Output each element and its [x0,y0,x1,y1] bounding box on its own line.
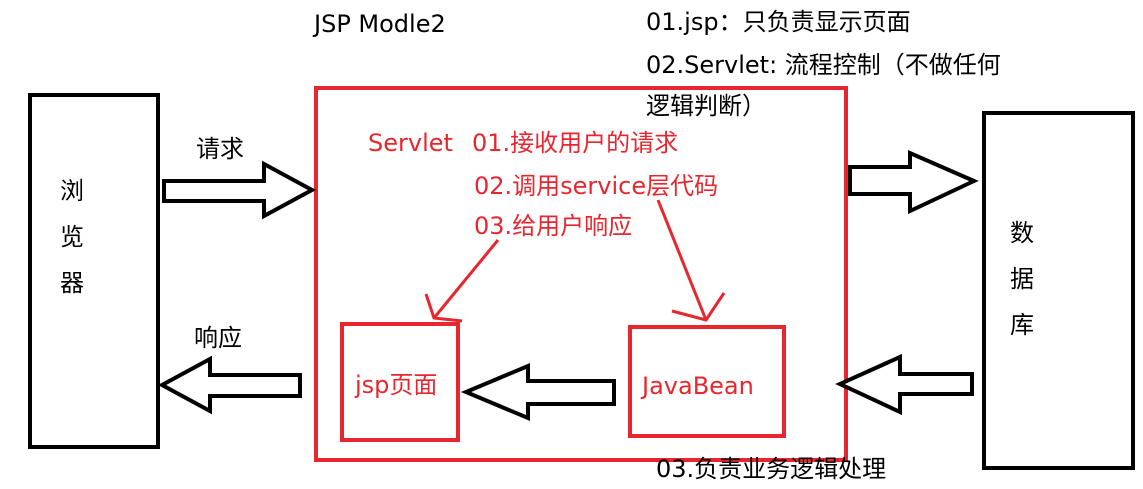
response-arrow [157,355,302,415]
servlet-to-jsp-red-line [432,239,500,319]
servlet-note-line1: 02.Servlet: 流程控制（不做任何 [646,51,1001,79]
database-box [982,111,1135,470]
servlet-step3: 03.给用户响应 [474,212,633,240]
javabean-to-jsp-arrow [460,362,616,422]
servlet-to-jsp-red-head [424,293,463,323]
jsp-page-label: jsp页面 [355,371,438,399]
javabean-note: 03.负责业务逻辑处理 [656,455,887,483]
browser-box [28,93,160,449]
jsp-page-box [340,322,460,442]
servlet-to-javabean-red-head [671,292,726,322]
servlet-to-database-arrow [848,149,979,215]
diagram-title: JSP Modle2 [314,10,446,38]
request-arrow [162,160,317,220]
servlet-to-javabean-red-line [656,199,708,321]
servlet-label: Servlet [368,129,453,157]
servlet-note-line2: 逻辑判断） [646,92,766,120]
servlet-step1: 01.接收用户的请求 [472,129,679,157]
servlet-container-box [314,86,848,462]
database-to-servlet-arrow [835,353,974,416]
javabean-label: JavaBean [642,372,754,400]
javabean-box [628,325,786,438]
jsp-note: 01.jsp：只负责显示页面 [646,8,911,36]
database-label: 数据库 [1010,219,1034,339]
response-label: 响应 [194,324,242,352]
servlet-step2: 02.调用service层代码 [474,172,719,200]
browser-label: 浏览器 [60,177,84,297]
request-label: 请求 [196,135,244,163]
